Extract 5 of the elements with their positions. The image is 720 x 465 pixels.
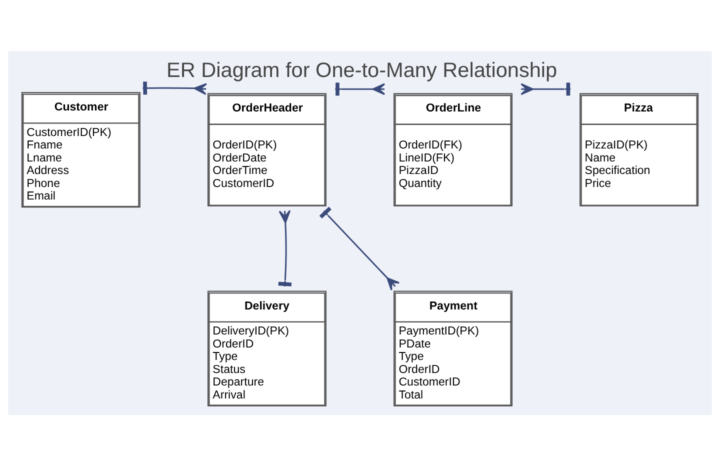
connector [319, 206, 400, 290]
connector [142, 81, 208, 94]
connector [278, 209, 292, 286]
connector [335, 82, 386, 96]
diagram-title: ER Diagram for One-to-Many Relationship [166, 58, 558, 82]
